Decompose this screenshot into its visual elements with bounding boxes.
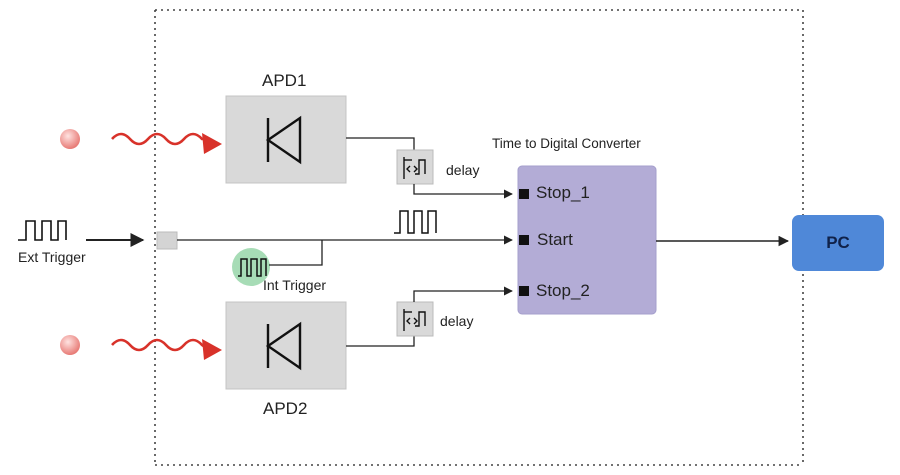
apd1-box <box>225 95 347 184</box>
tdc-title: Time to Digital Converter <box>492 136 641 151</box>
photon-arrowhead-2 <box>202 339 222 360</box>
ext-trigger-pulse-icon <box>18 220 67 241</box>
int-trigger-line <box>269 240 323 266</box>
ext-trigger-label: Ext Trigger <box>18 249 86 265</box>
stop1-port <box>519 189 529 199</box>
start-port <box>519 235 529 245</box>
delay-to-stop1-line <box>413 184 513 199</box>
apd2-label: APD2 <box>263 399 308 418</box>
photon-wave-1 <box>111 132 205 146</box>
apd2-box <box>225 301 347 390</box>
delay-icon <box>403 157 426 179</box>
stop2-port <box>519 286 529 296</box>
start-port-label: Start <box>537 230 573 249</box>
apd1-label: APD1 <box>262 71 307 90</box>
start-pulse-icon <box>394 210 437 234</box>
pc-box: PC <box>792 215 884 271</box>
photodiode-icon <box>265 321 302 371</box>
photodiode-icon <box>265 115 302 165</box>
stop2-port-label: Stop_2 <box>536 281 590 300</box>
delay-label-bottom: delay <box>440 313 474 329</box>
photon-arrowhead-1 <box>202 133 222 154</box>
enclosure-border <box>154 9 804 466</box>
photon-source-1 <box>60 129 80 149</box>
delay-icon <box>403 309 426 331</box>
apd1-output-line <box>346 137 415 150</box>
int-trigger-label: Int Trigger <box>263 277 327 293</box>
stop1-port-label: Stop_1 <box>536 183 590 202</box>
delay-to-stop2-line <box>413 286 513 302</box>
int-trigger-pulse-icon <box>238 258 267 277</box>
photon-source-2 <box>60 335 80 355</box>
tdc-box <box>517 165 657 315</box>
delay-label-top: delay <box>446 162 480 178</box>
trigger-input-port <box>156 231 178 250</box>
apd2-output-line <box>346 336 415 347</box>
photon-wave-2 <box>111 338 206 352</box>
pc-label: PC <box>826 233 850 252</box>
